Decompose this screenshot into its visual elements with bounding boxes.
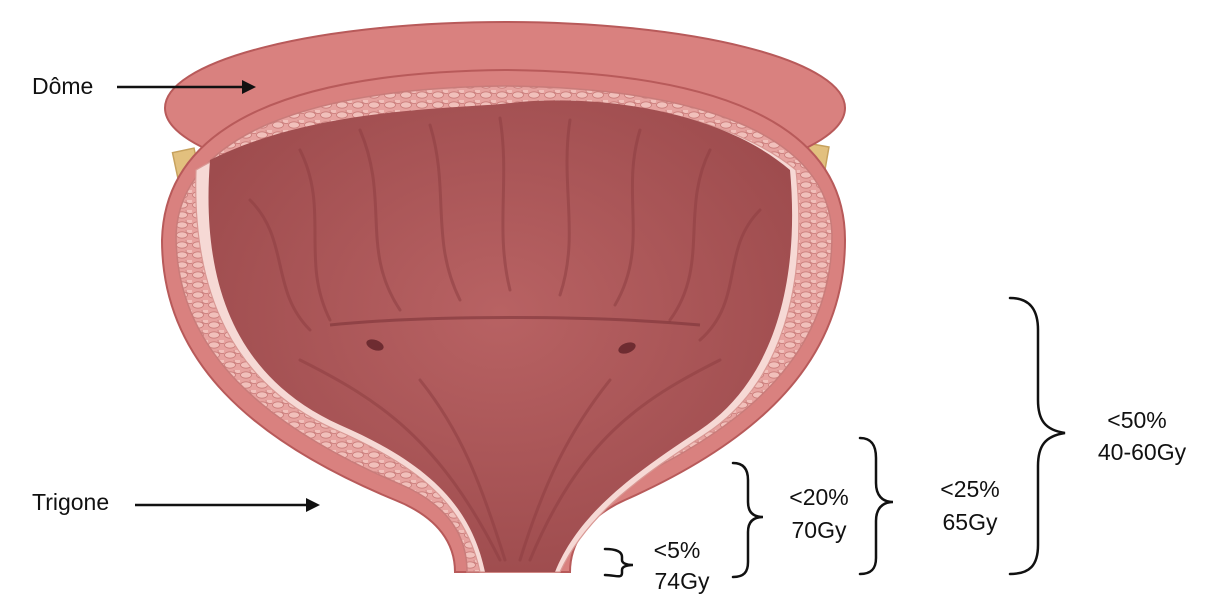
dose-20pct-volume: <20% bbox=[789, 484, 848, 510]
dose-5pct-volume: <5% bbox=[654, 537, 701, 563]
dose-50pct-volume: <50% bbox=[1107, 407, 1166, 433]
dose-5pct-dose: 74Gy bbox=[655, 568, 710, 594]
brace-20pct bbox=[733, 463, 763, 577]
trigone-label-group: Trigone bbox=[32, 489, 320, 515]
brace-25pct bbox=[860, 438, 893, 574]
dose-25pct-dose: 65Gy bbox=[943, 509, 998, 535]
trigone-arrow-head bbox=[306, 498, 320, 512]
dose-25pct-volume: <25% bbox=[940, 476, 999, 502]
dose-50pct-dose: 40-60Gy bbox=[1098, 439, 1187, 465]
dose-20pct-dose: 70Gy bbox=[792, 517, 847, 543]
brace-5pct bbox=[605, 549, 633, 576]
trigone-label: Trigone bbox=[32, 489, 109, 515]
dome-label: Dôme bbox=[32, 73, 93, 99]
bladder-illustration bbox=[162, 22, 845, 572]
brace-50pct bbox=[1010, 298, 1065, 574]
